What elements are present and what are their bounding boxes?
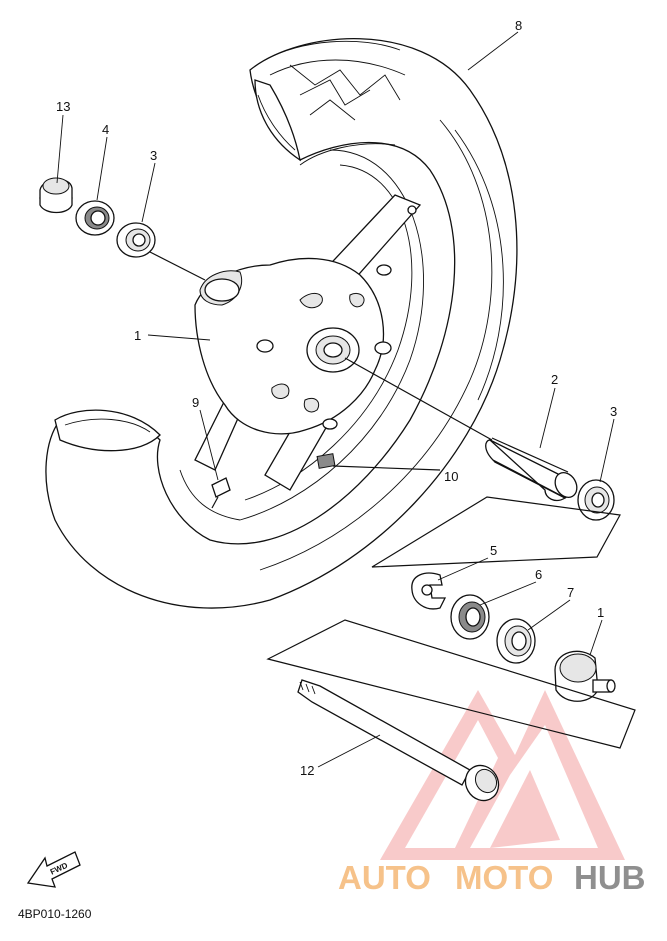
assembly-lines <box>149 251 636 749</box>
spacer-2 <box>485 437 578 502</box>
label-5: 5 <box>490 543 497 558</box>
label-8: 8 <box>515 18 522 33</box>
watermark-logo <box>380 690 625 860</box>
speedo-gear-unit-1 <box>554 650 616 702</box>
oil-seal-4 <box>75 200 115 236</box>
axle-12 <box>297 679 500 802</box>
label-13: 13 <box>56 99 70 114</box>
watermark-hub: HUB <box>574 859 646 896</box>
oil-seal-6 <box>450 594 490 640</box>
label-2: 2 <box>551 372 558 387</box>
label-6: 6 <box>535 567 542 582</box>
label-1-gear: 1 <box>597 605 604 620</box>
label-7: 7 <box>567 585 574 600</box>
tire <box>45 38 518 609</box>
label-1-hub: 1 <box>134 328 141 343</box>
label-9: 9 <box>192 395 199 410</box>
label-10: 10 <box>444 469 458 484</box>
watermark-text: AUTO MOTO HUB <box>338 859 646 896</box>
wheel-hub <box>194 257 392 509</box>
label-3-left: 3 <box>150 148 157 163</box>
speedo-plate-5 <box>411 572 447 610</box>
bearing-3-left <box>116 222 156 258</box>
label-4: 4 <box>102 122 109 137</box>
callout-labels: 13 4 3 8 1 9 10 2 3 5 6 7 1 12 <box>56 18 617 778</box>
watermark-auto: AUTO <box>338 859 431 896</box>
drawing-code: 4BP010-1260 <box>18 907 92 921</box>
label-12: 12 <box>300 763 314 778</box>
collar-13 <box>39 177 73 214</box>
bearing-7 <box>496 618 536 664</box>
watermark-moto: MOTO <box>455 859 553 896</box>
label-3-right: 3 <box>610 404 617 419</box>
leader-lines <box>56 31 615 768</box>
fwd-arrow-icon: FWD <box>26 851 81 888</box>
